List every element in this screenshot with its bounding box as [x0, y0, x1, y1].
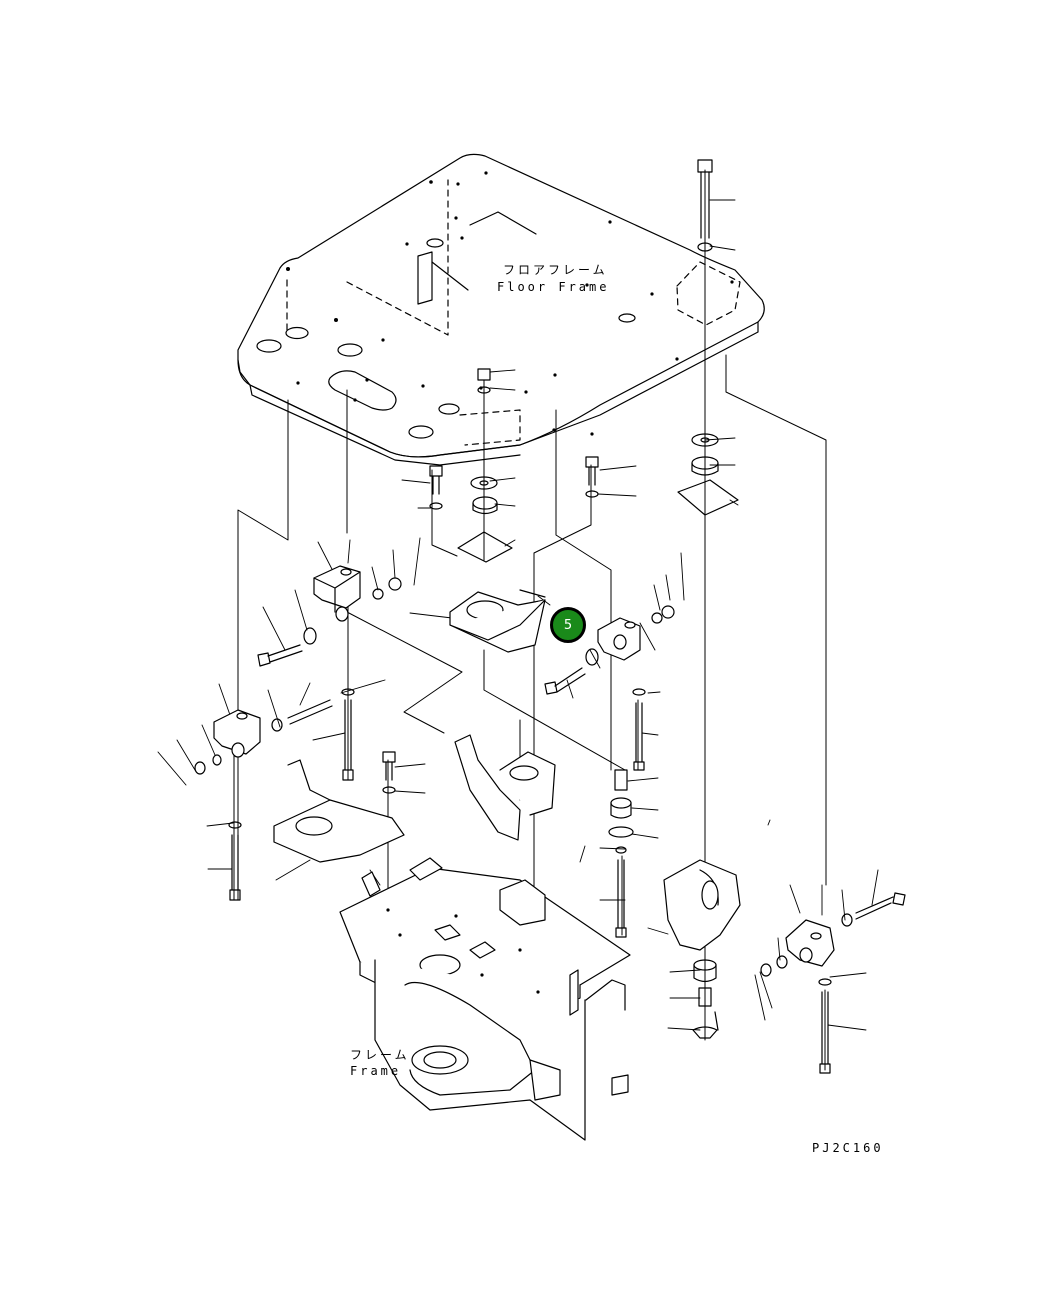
floor-frame-label-jp: フロアフレーム — [503, 263, 608, 277]
frame-label-jp: フレーム — [350, 1048, 410, 1062]
lower-frame — [339, 857, 631, 1141]
hardware — [194, 159, 906, 1074]
diagram-code: PJ2C160 — [812, 1141, 884, 1155]
mount-blocks — [213, 565, 835, 967]
frame-label-en: Frame — [350, 1064, 402, 1078]
floor-frame-label-en: Floor Frame — [497, 280, 610, 294]
leader-lines — [157, 199, 879, 1031]
floor-frame-plate — [237, 153, 765, 466]
lower-brackets — [273, 734, 741, 951]
callout-marker-5[interactable]: 5 — [550, 607, 586, 643]
callout-number: 5 — [563, 617, 573, 633]
